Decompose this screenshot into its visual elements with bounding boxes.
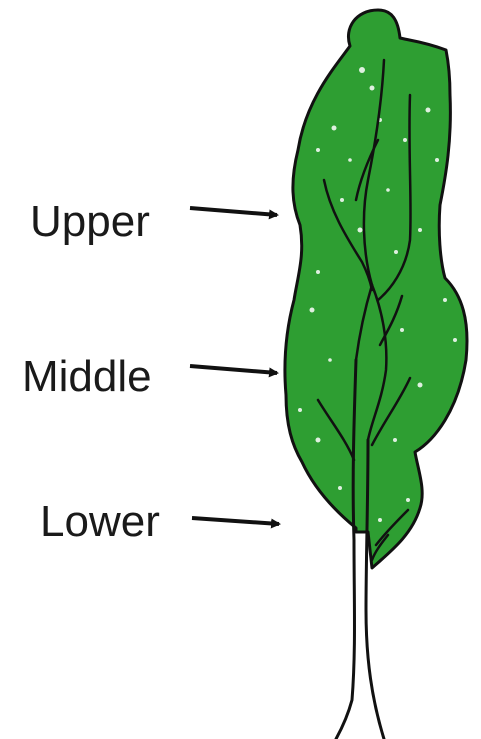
label-upper: Upper [30, 200, 150, 244]
tree-icon [285, 10, 467, 739]
label-middle: Middle [22, 355, 152, 399]
arrow-middle [190, 366, 277, 373]
arrow-upper [190, 208, 277, 215]
arrow-lower [192, 518, 279, 524]
label-lower: Lower [40, 500, 160, 544]
tree-canopy [285, 10, 467, 568]
